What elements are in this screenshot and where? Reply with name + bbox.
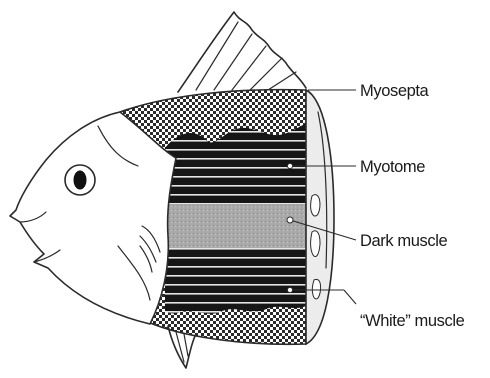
marker-white-muscle	[287, 287, 292, 292]
marker-dark-muscle	[287, 217, 293, 223]
label-white-muscle: “White” muscle	[360, 312, 465, 330]
upper-myotome	[165, 124, 306, 206]
dark-muscle-band	[165, 204, 306, 250]
lower-myotome	[165, 248, 306, 314]
cross-section	[306, 90, 334, 344]
dorsal-fin	[178, 12, 306, 92]
marker-myotome	[287, 163, 292, 168]
label-myotome: Myotome	[360, 158, 425, 176]
fish-head	[10, 112, 176, 324]
label-dark-muscle: Dark muscle	[360, 232, 448, 250]
pupil	[74, 171, 87, 190]
label-myosepta: Myosepta	[360, 82, 430, 100]
